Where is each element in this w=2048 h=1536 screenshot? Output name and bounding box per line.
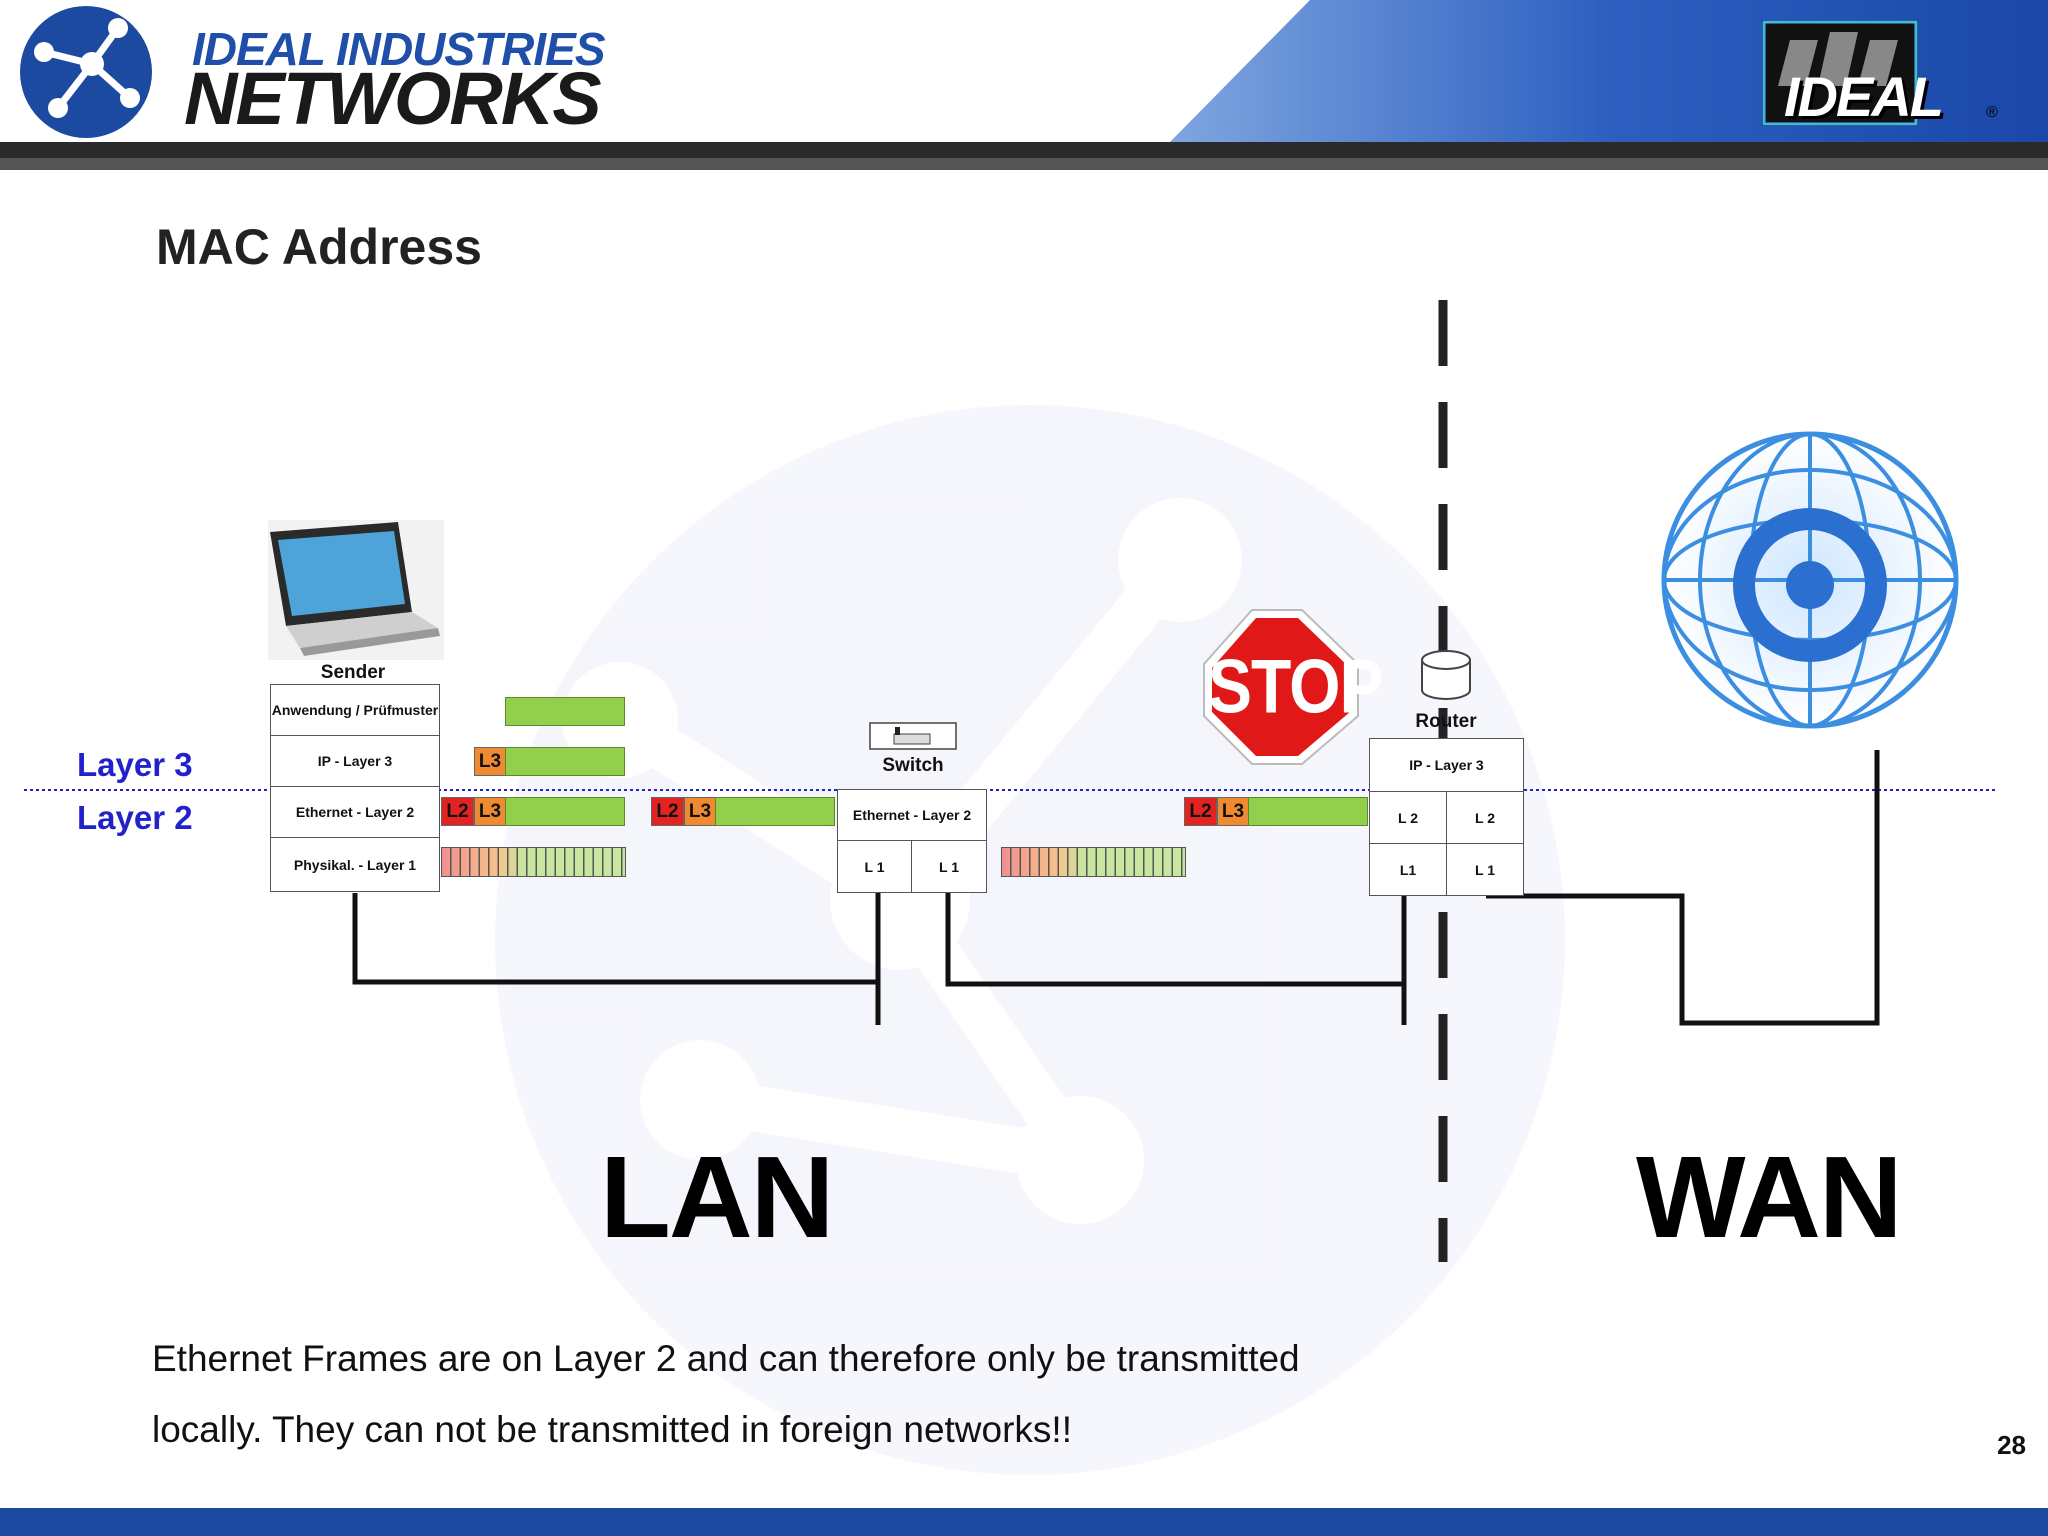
body-text-line1: Ethernet Frames are on Layer 2 and can t…: [152, 1338, 1300, 1379]
payload-block: [1248, 797, 1368, 826]
stop-sign-text: STOP: [1208, 643, 1384, 729]
router-l2-left: L 2: [1369, 791, 1447, 844]
sender-physical-row: Physikal. - Layer 1: [270, 837, 440, 892]
layer3-label: Layer 3: [77, 746, 193, 783]
registered-mark: ®: [1986, 104, 1998, 121]
footer-band: [0, 1508, 2048, 1536]
router-l1-left: L1: [1369, 843, 1447, 896]
payload-block: [505, 797, 625, 826]
laptop-icon: [268, 520, 444, 660]
ideal-logo-text: IDEAL: [1784, 65, 1944, 128]
bitstream-block: [441, 847, 626, 877]
router-l1-right: L 1: [1446, 843, 1524, 896]
lan-label: LAN: [600, 1132, 834, 1262]
sender-ip-row: IP - Layer 3: [270, 735, 440, 787]
switch-ethernet-row: Ethernet - Layer 2: [837, 789, 987, 841]
switch-label: Switch: [882, 755, 944, 776]
switch-icon: [869, 722, 957, 750]
brand-name-line2: NETWORKS: [184, 57, 602, 140]
l2-header-chip: L2: [1184, 797, 1217, 826]
switch-port-right: L 1: [911, 840, 987, 893]
payload-block: [505, 747, 625, 776]
router-icon: [1421, 650, 1471, 700]
brand-name-line1: IDEAL INDUSTRIES: [192, 23, 606, 75]
l3-header-chip: L3: [684, 797, 716, 826]
body-text-line2: locally. They can not be transmitted in …: [152, 1409, 1072, 1450]
router-ip-row: IP - Layer 3: [1369, 738, 1524, 792]
sender-ethernet-row: Ethernet - Layer 2: [270, 786, 440, 838]
layer2-label: Layer 2: [77, 799, 193, 836]
internet-globe-icon: [1661, 431, 1959, 729]
l2-header-chip: L2: [651, 797, 684, 826]
ideal-logo-box: [1762, 20, 1918, 126]
stop-sign-icon: [1203, 609, 1359, 765]
l2-header-chip: L2: [441, 797, 474, 826]
switch-port-left: L 1: [837, 840, 912, 893]
wan-label: WAN: [1636, 1132, 1903, 1262]
slide-title: MAC Address: [156, 219, 482, 275]
networks-logo-icon: [20, 6, 152, 138]
l3-header-chip: L3: [474, 747, 506, 776]
payload-block: [715, 797, 835, 826]
router-l2-right: L 2: [1446, 791, 1524, 844]
l3-header-chip: L3: [474, 797, 506, 826]
payload-block: [505, 697, 625, 726]
router-label: Router: [1415, 711, 1477, 732]
bitstream-block: [1001, 847, 1186, 877]
page-number: 28: [1997, 1430, 2026, 1460]
sender-application-row: Anwendung / Prüfmuster: [270, 684, 440, 736]
cables: [352, 750, 1880, 1026]
l3-header-chip: L3: [1217, 797, 1249, 826]
sender-label: Sender: [320, 662, 386, 683]
